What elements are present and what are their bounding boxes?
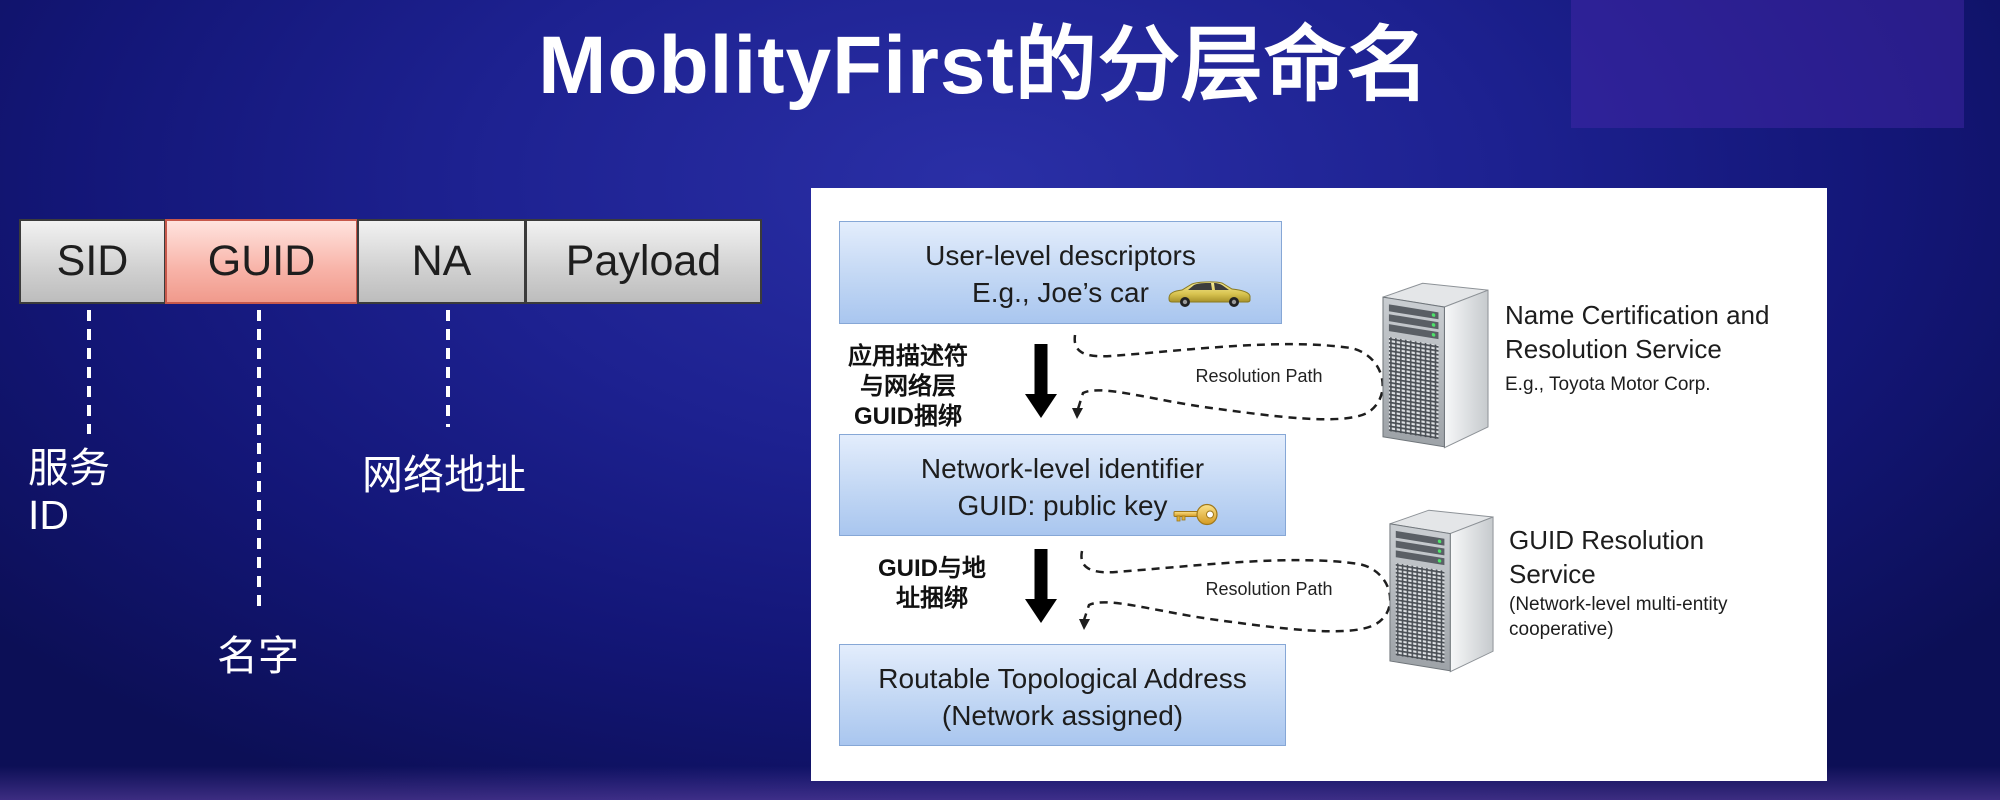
- binding-label-line: GUID与地: [878, 555, 986, 582]
- binding-label-line: GUID捆绑: [854, 403, 962, 430]
- guid-resolution-server-icon: [1389, 509, 1494, 673]
- service-name-line: Name Certification and: [1505, 300, 1770, 330]
- resolution-path-1-arrowhead: [1072, 408, 1083, 419]
- resolution-path-label: Resolution Path: [1205, 579, 1333, 599]
- service-detail-line: cooperative): [1509, 619, 1614, 640]
- car-icon: [1168, 281, 1251, 307]
- header-field-sid: SID: [19, 219, 166, 304]
- user-level-descriptor-box: User-level descriptors E.g., Joe’s car: [839, 221, 1282, 324]
- level-subtitle: GUID: public key: [957, 490, 1168, 521]
- service-name-line: Resolution Service: [1505, 334, 1722, 364]
- guid-dashed-connector: [257, 310, 261, 606]
- guid-address-binding-label: GUID与地 址捆绑: [862, 554, 1002, 614]
- service-name-line: Service: [1509, 559, 1596, 589]
- service-name-line: GUID Resolution: [1509, 525, 1705, 555]
- network-level-identifier-box: Network-level identifier GUID: public ke…: [839, 434, 1286, 536]
- sid-annotation-line: 服务: [28, 445, 110, 491]
- level-subtitle: E.g., Joe’s car: [972, 277, 1149, 308]
- descriptor-guid-binding-label: 应用描述符 与网络层 GUID捆绑: [838, 342, 978, 432]
- arrow-down-icon: [1025, 344, 1057, 418]
- binding-label-line: 应用描述符: [848, 343, 968, 370]
- routable-address-box: Routable Topological Address (Network as…: [839, 644, 1286, 746]
- guid-annotation: 名字: [217, 633, 299, 679]
- naming-diagram: User-level descriptors E.g., Joe’s car 应…: [811, 188, 1827, 781]
- binding-label-line: 与网络层: [860, 373, 956, 400]
- slide-title: MoblityFirst的分层命名: [538, 20, 1430, 111]
- na-dashed-connector: [446, 310, 450, 427]
- level-subtitle: (Network assigned): [941, 700, 1184, 731]
- packet-header: SID GUID NA Payload: [19, 219, 762, 304]
- resolution-path-2-arrowhead: [1079, 619, 1090, 630]
- arrow-down-icon: [1025, 549, 1057, 623]
- sid-dashed-connector: [87, 310, 91, 434]
- decorative-panel: [1571, 0, 1964, 128]
- level-title: Routable Topological Address: [878, 663, 1247, 694]
- level-title: User-level descriptors: [925, 240, 1196, 271]
- name-resolution-server-icon: [1382, 282, 1489, 449]
- key-icon: [1173, 503, 1218, 526]
- header-field-na: NA: [357, 219, 526, 304]
- level-title: Network-level identifier: [920, 453, 1205, 484]
- na-annotation: 网络地址: [362, 452, 526, 498]
- sid-annotation-line: ID: [28, 492, 69, 538]
- resolution-path-label: Resolution Path: [1195, 366, 1323, 386]
- header-field-payload: Payload: [525, 219, 762, 304]
- binding-label-line: 址捆绑: [896, 585, 968, 612]
- service-detail-line: (Network-level multi-entity: [1509, 594, 1728, 615]
- service-detail-line: E.g., Toyota Motor Corp.: [1505, 374, 1711, 395]
- header-field-guid: GUID: [165, 219, 358, 304]
- sid-annotation: 服务 ID: [28, 445, 110, 539]
